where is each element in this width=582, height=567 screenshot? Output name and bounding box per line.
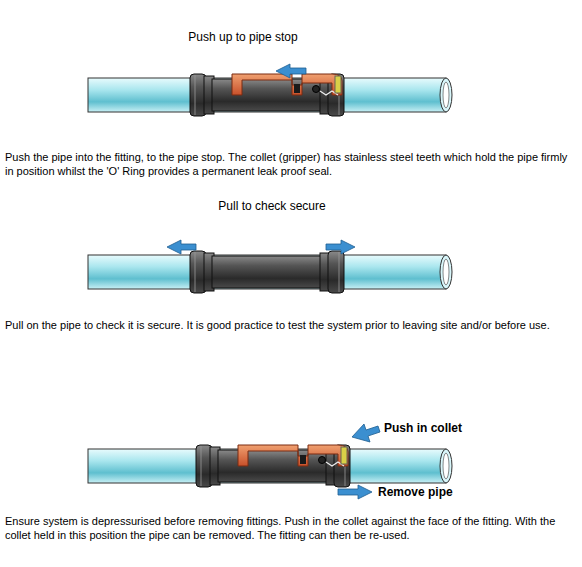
step-note: Ensure system is depressurised before re… xyxy=(5,514,573,543)
step-heading: Pull to check secure xyxy=(172,199,372,215)
part-label: Remove pipe xyxy=(378,485,498,501)
step-heading: Push up to pipe stop xyxy=(143,30,343,46)
step-note: Push the pipe into the fitting, to the p… xyxy=(5,150,573,179)
step-note: Pull on the pipe to check it is secure. … xyxy=(5,318,573,332)
part-label: Push in collet xyxy=(384,421,504,437)
